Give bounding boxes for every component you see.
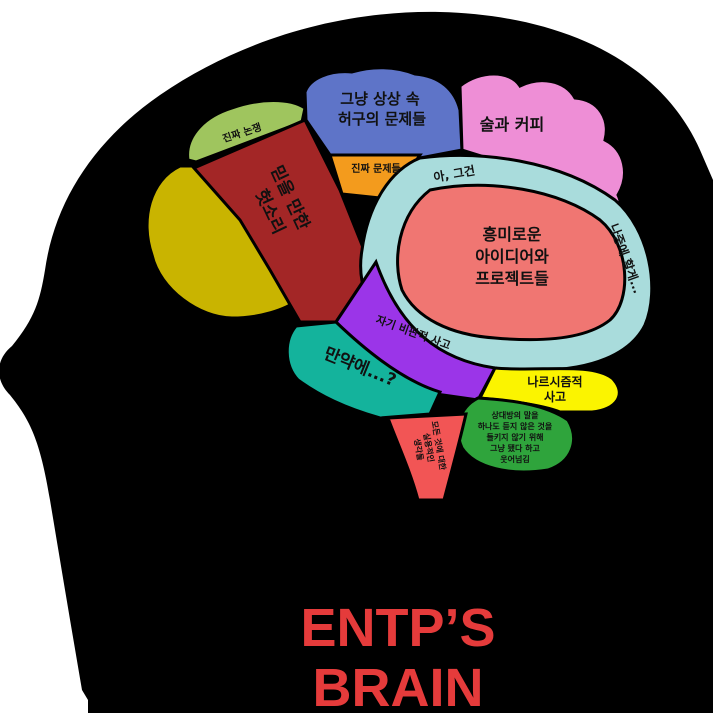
label-sangdaebang-1: 상대방의 말을 (492, 410, 540, 420)
label-modeun-3: 생각들 (412, 438, 426, 462)
label-heungmi-3: 프로젝트들 (475, 269, 549, 288)
region-heungmi (396, 183, 627, 342)
label-nareusisijeum-1: 나르시즘적 (527, 374, 582, 389)
label-a-geugeon: 아, 그건 (432, 163, 476, 185)
label-heogu-2: 허구의 문제들 (338, 110, 426, 128)
region-malianan (145, 164, 300, 320)
title-line-1: ENTP’S (300, 598, 495, 658)
region-manyage (285, 320, 443, 420)
region-jagi-bipan (334, 258, 498, 402)
region-modeun-geot (385, 412, 468, 502)
label-heungmi-2: 아이디어와 (475, 247, 549, 266)
title-line-2: BRAIN (313, 658, 484, 713)
label-sangdaebang-3: 들키지 않기 위해 (486, 432, 543, 442)
label-nareusisijeum-2: 사고 (544, 389, 566, 404)
label-heogu-1: 그냥 상상 속 (340, 90, 420, 108)
label-sangdaebang-2: 하나도 듣지 않은 것을 (478, 421, 553, 431)
label-sul-keopi: 술과 커피 (480, 115, 544, 134)
label-sangdaebang-5: 웃어넘김 (500, 454, 529, 464)
region-jinjja-nonjaeng (186, 99, 307, 164)
label-heungmi-1: 흥미로운 (483, 225, 542, 244)
label-sangdaebang-4: 그냥 됐다 하고 (490, 443, 540, 453)
label-jinjja-munje: 진짜 문제들 (351, 162, 400, 175)
